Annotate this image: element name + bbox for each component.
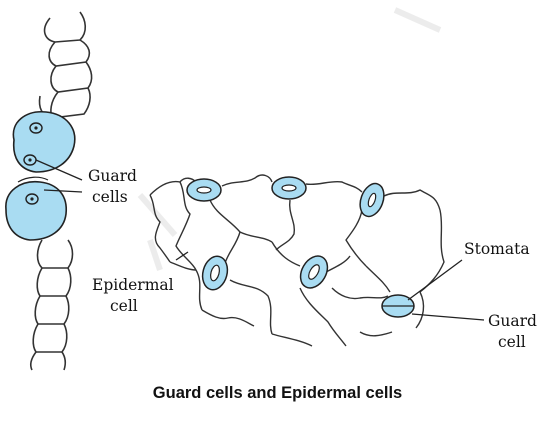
stoma-3	[359, 182, 385, 218]
stoma-5	[299, 255, 329, 289]
stomata-pointer	[407, 259, 463, 301]
left-guard-cell-bottom	[5, 176, 67, 241]
stoma-2	[271, 176, 307, 200]
stoma-1	[186, 178, 222, 202]
epidermal-pointer	[175, 251, 189, 261]
guard-cells-left-pointers	[35, 159, 83, 193]
guard-cells-left-label-2: cells	[92, 188, 128, 206]
cell-filament	[30, 11, 93, 371]
left-guard-cell-top	[12, 111, 76, 173]
epidermal-cell-network	[149, 174, 445, 347]
stoma-6	[381, 294, 415, 318]
background-watermark	[137, 7, 442, 271]
guard-cell-right-label-1: Guard	[488, 312, 537, 330]
stoma-4	[201, 255, 229, 291]
guard-cell-right-label-2: cell	[498, 333, 526, 351]
guard-cells-left-label-1: Guard	[88, 167, 137, 185]
guard-cell-right-pointer	[411, 313, 485, 321]
figure-caption: Guard cells and Epidermal cells	[152, 384, 403, 402]
epidermal-label-1: Epidermal	[92, 276, 174, 294]
epidermal-label-2: cell	[110, 297, 138, 315]
stomata-label: Stomata	[464, 240, 530, 258]
